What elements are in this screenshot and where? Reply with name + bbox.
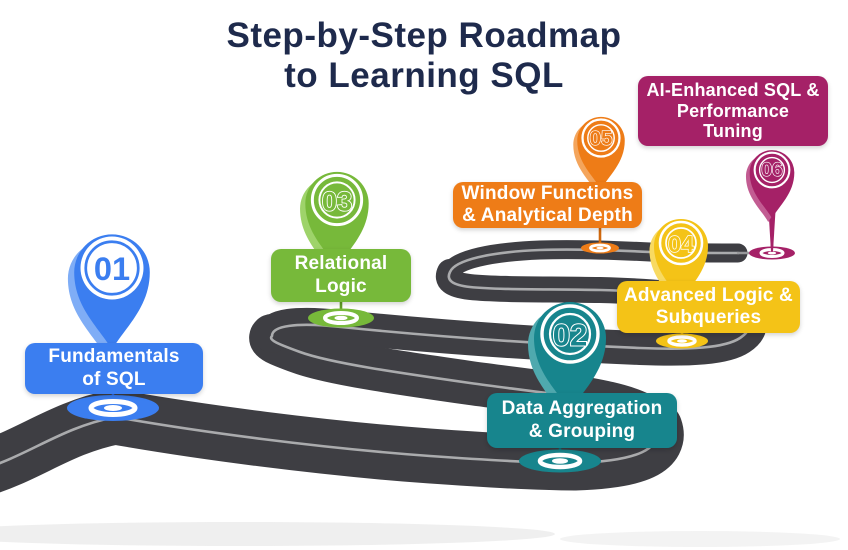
- base-ovals: [67, 242, 795, 473]
- pin-01: 01: [67, 234, 150, 357]
- pin-02: 02: [528, 302, 606, 418]
- pin-number: 05: [590, 127, 613, 150]
- pin-ring-outer: [581, 118, 621, 158]
- pin-06: 06: [745, 150, 795, 252]
- page-title: Step-by-Step Roadmap to Learning SQL: [0, 16, 848, 95]
- pin-number: 04: [668, 231, 694, 257]
- milestone-02-label: Data Aggregation & Grouping: [487, 393, 677, 448]
- pin-04: 04: [649, 219, 708, 306]
- pin-ring-inner: [548, 312, 592, 356]
- pin-disc: [658, 220, 704, 266]
- label-line: & Analytical Depth: [462, 205, 633, 226]
- milestone-03-label: Relational Logic: [271, 249, 411, 302]
- oval-ring: [88, 399, 138, 417]
- road-shadow: [560, 531, 840, 547]
- pin-disc: [80, 236, 144, 300]
- pin-ring-inner: [318, 181, 356, 219]
- oval-dot: [677, 339, 687, 343]
- oval-ring: [537, 452, 583, 470]
- pin-ring-outer: [658, 220, 704, 266]
- pin-ring-outer: [84, 240, 140, 296]
- label-line: Window Functions: [461, 182, 634, 204]
- pin-disc: [753, 151, 791, 189]
- label-line: of SQL: [82, 368, 146, 390]
- title-line-1: Step-by-Step Roadmap: [226, 16, 622, 55]
- label-line: Tuning: [703, 121, 763, 142]
- pin-03: 03: [300, 171, 369, 274]
- road-shadow: [0, 522, 555, 546]
- label-line: Data Aggregation: [501, 398, 663, 420]
- milestone-04-label: Advanced Logic & Subqueries: [617, 281, 800, 333]
- oval-dot: [552, 458, 568, 464]
- oval-dot: [596, 246, 604, 250]
- pin-ring-outer: [753, 151, 791, 189]
- pin-05: 05: [573, 116, 625, 194]
- pin-number: 03: [322, 185, 352, 216]
- label-line: Logic: [315, 275, 367, 297]
- pin-ring-outer: [540, 304, 600, 364]
- label-line: Relational: [294, 253, 388, 275]
- label-line: & Grouping: [528, 420, 636, 442]
- milestone-05-label: Window Functions & Analytical Depth: [453, 182, 642, 228]
- pin-ring-inner: [758, 156, 786, 184]
- pin-ring-outer: [310, 173, 364, 227]
- base-oval-01: [67, 395, 159, 421]
- label-line: AI-Enhanced SQL &: [646, 79, 820, 100]
- pin-disc: [581, 118, 621, 158]
- pin-disc: [540, 304, 600, 364]
- oval-ring: [589, 243, 611, 253]
- milestone-06-label: AI-Enhanced SQL & Performance Tuning: [638, 76, 828, 146]
- base-oval-05: [581, 242, 619, 254]
- label-line: Performance: [676, 100, 790, 121]
- pin-number: 01: [94, 251, 130, 287]
- pin-number: 02: [553, 318, 587, 353]
- base-oval-02: [519, 449, 601, 473]
- oval-dot: [334, 315, 348, 321]
- label-line: Fundamentals: [48, 346, 180, 368]
- milestone-01-label: Fundamentals of SQL: [25, 343, 203, 394]
- pin-disc: [310, 173, 364, 227]
- oval-dot: [104, 405, 122, 411]
- pin-number: 06: [761, 160, 782, 181]
- oval-dot: [767, 251, 777, 255]
- pin-ring-inner: [587, 124, 615, 152]
- oval-ring: [667, 335, 697, 347]
- oval-ring: [323, 311, 359, 325]
- label-line: Advanced Logic &: [624, 284, 793, 306]
- pin-ring-inner: [665, 227, 697, 259]
- label-line: Subqueries: [655, 307, 762, 328]
- base-oval-03: [308, 308, 374, 328]
- base-oval-04: [656, 333, 708, 349]
- title-line-2: to Learning SQL: [284, 55, 564, 95]
